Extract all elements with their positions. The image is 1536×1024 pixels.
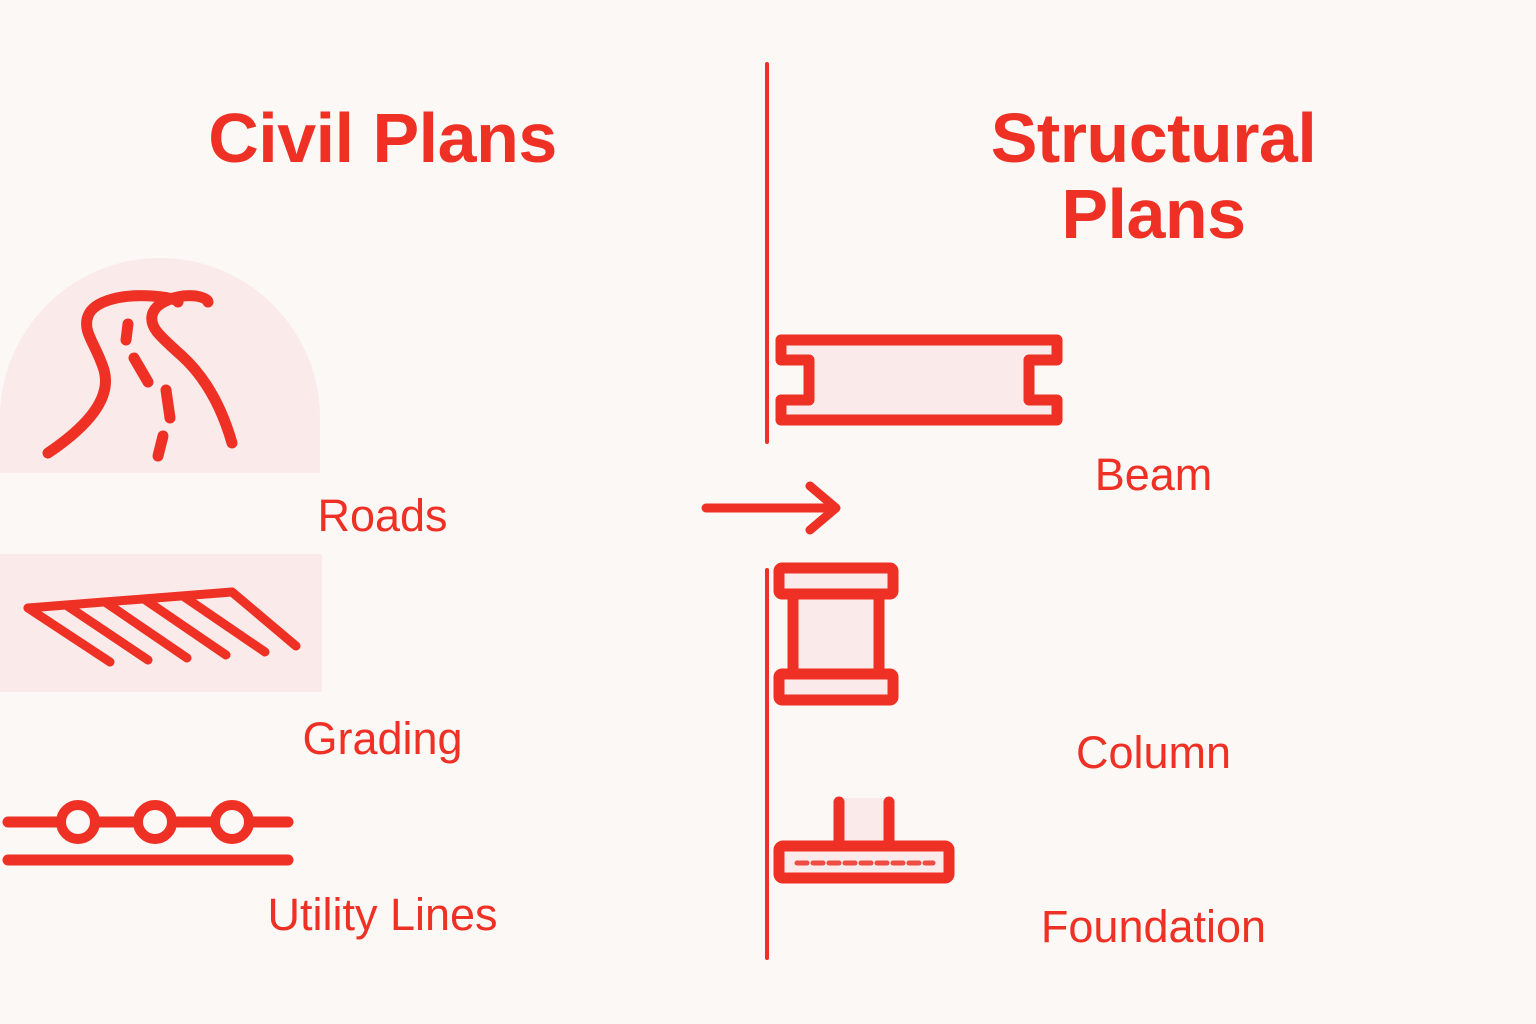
civil-plans-title: Civil Plans	[208, 99, 557, 177]
column-label: Column	[1075, 727, 1232, 778]
structural-plans-column: Structural Plans Beam Column	[771, 0, 1536, 1024]
beam-label: Beam	[1094, 449, 1213, 500]
item-utility-lines: Utility Lines	[0, 800, 765, 937]
structural-plans-title: Structural Plans	[990, 99, 1317, 253]
foundation-art	[771, 792, 1536, 884]
utility-lines-icon	[2, 800, 294, 866]
item-beam: Beam	[771, 330, 1536, 497]
civil-plans-column: Civil Plans Roads	[0, 0, 765, 1024]
utility-lines-label: Utility Lines	[267, 889, 498, 940]
item-roads: Roads	[0, 258, 765, 538]
grading-slope-icon	[0, 554, 322, 692]
item-grading: Grading	[0, 554, 765, 761]
grading-label: Grading	[302, 713, 463, 764]
foundation-footing-icon	[773, 796, 955, 884]
vertical-divider-top	[765, 62, 769, 444]
roads-art	[0, 258, 765, 473]
beam-art	[771, 330, 1536, 430]
arrow-right-icon	[701, 481, 841, 535]
item-column: Column	[771, 560, 1536, 775]
utility-lines-art	[0, 800, 765, 870]
roads-label: Roads	[317, 490, 448, 541]
column-icon	[773, 562, 899, 706]
flow-arrow	[700, 478, 850, 538]
vertical-divider-bottom	[765, 568, 769, 960]
i-beam-icon	[775, 334, 1063, 426]
foundation-label: Foundation	[1040, 901, 1267, 952]
grading-art	[0, 554, 765, 692]
item-foundation: Foundation	[771, 792, 1536, 949]
column-art	[771, 560, 1536, 708]
winding-road-icon	[0, 258, 320, 473]
